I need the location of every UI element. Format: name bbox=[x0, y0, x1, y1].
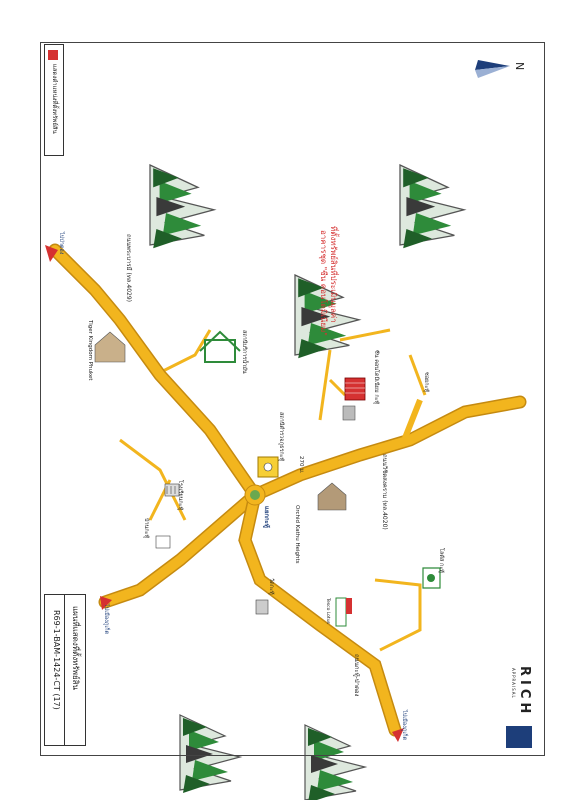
legend bbox=[44, 44, 64, 156]
house-icon bbox=[155, 535, 171, 549]
info-divider bbox=[64, 594, 65, 746]
lotus-label: โลตัส กะทู้ bbox=[438, 548, 444, 573]
map-frame bbox=[40, 42, 545, 756]
report-code: R69-1-BAM-1424-CT (17) bbox=[52, 610, 61, 710]
to-phuket-right-label: ไปเมืองภูเก็ต bbox=[401, 710, 407, 741]
company-sub: APPRAISAL bbox=[511, 668, 516, 699]
building-icon bbox=[342, 405, 356, 421]
building-icon bbox=[255, 599, 269, 615]
map-title: แผนที่แสดงที่ตั้งทรัพย์สิน bbox=[71, 606, 80, 690]
junction-label: แยกกะทู้ bbox=[263, 506, 270, 528]
road-label-4020: ถนนวิชิตสงคราม (ทล.4020) bbox=[381, 454, 388, 530]
tiger-kingdom-label: Tiger Kingdom Phuket bbox=[87, 320, 93, 381]
tesco-label: Tesco Lotus bbox=[325, 598, 330, 624]
soi-label: ซอยกะทู้ bbox=[423, 372, 429, 393]
house-icon bbox=[94, 331, 126, 363]
property-subtitle: อาคารชุด "ซีน คอนโดมิเนียม" bbox=[319, 230, 328, 336]
company-name: RICH bbox=[517, 666, 532, 718]
road-label-4029: ถนนพระบารมี (ทล.4029) bbox=[125, 234, 132, 302]
roundabout-icon bbox=[250, 490, 260, 500]
road-label-kathu: ถนนกะทู้-ป่าตอง bbox=[353, 654, 360, 697]
temple-label: วัดกะทู้ bbox=[268, 578, 274, 595]
legend-label: แสดงตำแหน่งที่ตั้งทรัพย์สิน bbox=[51, 64, 58, 134]
info-box bbox=[44, 594, 86, 746]
legend-swatch bbox=[48, 50, 58, 60]
house-icon bbox=[317, 482, 347, 511]
arrow-icon bbox=[100, 596, 112, 610]
petrol-label: สถานีบริการน้ำมัน bbox=[241, 330, 247, 374]
kathu-house-label: บ้านกะทู้ bbox=[143, 518, 149, 539]
police-label: สถานีตำรวจภูธรกะทู้ bbox=[278, 412, 284, 462]
company-logo: RICH APPRAISAL bbox=[502, 666, 538, 750]
school-label: โรงเรียนกะทู้ bbox=[177, 480, 183, 511]
to-phuket-left-label: ไปเมืองภูเก็ต bbox=[103, 604, 109, 635]
property-marker-icon bbox=[344, 377, 366, 401]
to-patong-label: ไปป่าตอง bbox=[58, 232, 64, 255]
store-icon bbox=[335, 597, 352, 627]
north-arrow-icon bbox=[475, 60, 510, 78]
orchid-label: Orchid Kathu Heights bbox=[294, 505, 300, 564]
distance-label: 270 ม. bbox=[298, 456, 304, 474]
fuel-icon bbox=[422, 567, 441, 589]
arrow-icon bbox=[45, 245, 58, 262]
school-icon bbox=[164, 483, 180, 497]
north-label: N bbox=[513, 62, 526, 71]
police-icon bbox=[257, 456, 279, 478]
arrow-icon bbox=[392, 728, 404, 742]
temple-icon bbox=[199, 330, 241, 363]
condo-near-label: ซีน คอนโดมิเนียม กะทู้ bbox=[373, 350, 379, 405]
logo-mark-icon bbox=[506, 726, 532, 748]
